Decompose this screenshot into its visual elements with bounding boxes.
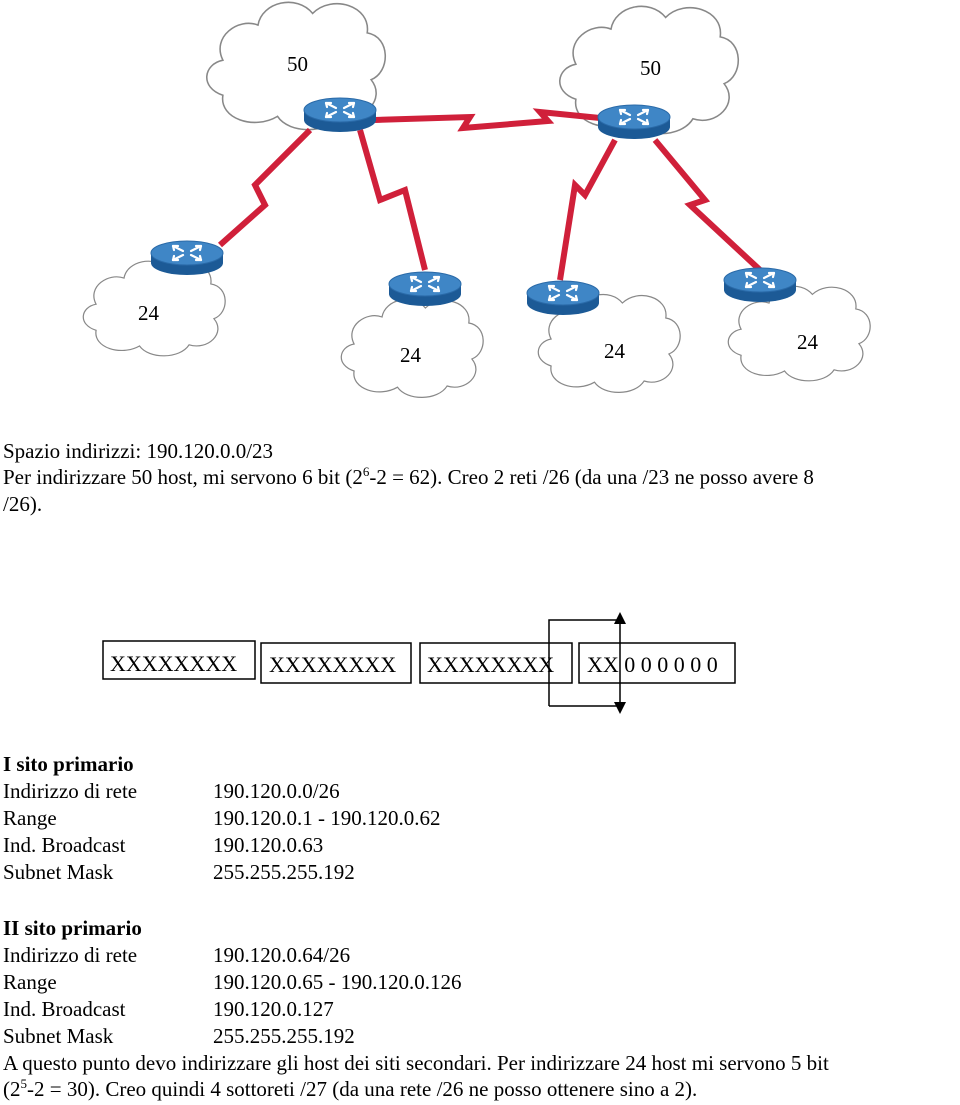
- closing-line-2: (25-2 = 30). Creo quindi 4 sottoreti /27…: [3, 1076, 697, 1103]
- row-label: Range: [3, 970, 57, 994]
- row-value: 190.120.0.0/26: [213, 779, 340, 803]
- site1-row: Range 190.120.0.1 - 190.120.0.62: [3, 806, 441, 831]
- cloud-top-left: 50: [205, 1, 387, 131]
- zigzag-link-icon: [374, 108, 601, 132]
- row-value: 255.255.255.192: [213, 860, 355, 884]
- router-icon: [525, 279, 601, 317]
- cloud-bottom-3: 24: [537, 293, 681, 394]
- intro-line-2-text-b: -2 = 62). Creo 2 reti /26 (da una /23 ne…: [369, 465, 814, 489]
- octet-text-2: XXXXXXXX: [269, 652, 396, 677]
- cloud-bottom-4: 24: [727, 285, 871, 382]
- zigzag-link-icon: [357, 129, 428, 271]
- row-label: Indirizzo di rete: [3, 779, 138, 803]
- row-value: 190.120.0.65 - 190.120.0.126: [213, 970, 462, 994]
- bit-boxes-diagram: XXXXXXXX XXXXXXXX XXXXXXXX XX 0 0 0 0 0 …: [102, 612, 736, 714]
- octet-box-3: [419, 642, 573, 684]
- cloud-label: 24: [400, 343, 422, 367]
- row-label: Indirizzo di rete: [3, 943, 138, 967]
- exponent: 5: [20, 1076, 28, 1091]
- row-value: 190.120.0.1 - 190.120.0.62: [213, 806, 441, 830]
- cloud-bottom-1: 24: [82, 260, 226, 357]
- router-icon: [302, 96, 378, 134]
- zigzag-link-icon: [218, 127, 313, 248]
- octet-box-1: [102, 640, 256, 680]
- octet-box-2: [260, 642, 412, 684]
- network-diagram: 50 50 24 24 24 24: [82, 1, 871, 399]
- row-label: Range: [3, 806, 57, 830]
- arrow-icon: [548, 614, 621, 707]
- intro-line-2: Per indirizzare 50 host, mi servono 6 bi…: [3, 464, 814, 490]
- cloud-label: 50: [640, 56, 661, 80]
- router-icon: [722, 266, 798, 304]
- zigzag-link-icon: [557, 138, 618, 281]
- site2-title: II sito primario: [3, 916, 142, 940]
- site2-row: Ind. Broadcast 190.120.0.127: [3, 997, 334, 1022]
- closing-line-1: A questo punto devo indirizzare gli host…: [3, 1051, 829, 1075]
- closing-line-2-text: (2: [3, 1077, 21, 1101]
- router-icon: [149, 239, 225, 277]
- row-value: 190.120.0.64/26: [213, 943, 351, 967]
- row-label: Ind. Broadcast: [3, 833, 126, 857]
- row-label: Subnet Mask: [3, 1024, 114, 1048]
- site1-row: Subnet Mask 255.255.255.192: [3, 860, 355, 885]
- arrow-icon: [614, 612, 626, 624]
- row-label: Subnet Mask: [3, 860, 114, 884]
- wan-links: [218, 108, 763, 281]
- cloud-label: 24: [604, 339, 626, 363]
- cloud-top-right: 50: [558, 5, 740, 135]
- octet-box-4: [578, 642, 736, 684]
- exponent: 6: [362, 464, 370, 479]
- intro-line-2-text: Per indirizzare 50 host, mi servono 6 bi…: [3, 465, 363, 489]
- octet-text-3: XXXXXXXX: [427, 652, 554, 677]
- row-value: 255.255.255.192: [213, 1024, 355, 1048]
- row-value: 190.120.0.63: [213, 833, 324, 857]
- site2-row: Subnet Mask 255.255.255.192: [3, 1024, 355, 1049]
- arrow-icon: [614, 702, 626, 714]
- octet-text-1: XXXXXXXX: [110, 651, 237, 676]
- site1-row: Indirizzo di rete 190.120.0.0/26: [3, 779, 340, 804]
- row-value: 190.120.0.127: [213, 997, 334, 1021]
- intro-line-1: Spazio indirizzi: 190.120.0.0/23: [3, 439, 274, 463]
- zigzag-link-icon: [652, 138, 763, 273]
- site2-row: Indirizzo di rete 190.120.0.64/26: [3, 943, 350, 968]
- site1-row: Ind. Broadcast 190.120.0.63: [3, 833, 323, 858]
- intro-line-3: /26).: [3, 492, 43, 516]
- closing-line-2-text-b: -2 = 30). Creo quindi 4 sottoreti /27 (d…: [27, 1077, 698, 1101]
- site2-row: Range 190.120.0.65 - 190.120.0.126: [3, 970, 462, 995]
- octet-text-4: XX 0 0 0 0 0 0: [587, 652, 718, 677]
- row-label: Ind. Broadcast: [3, 997, 126, 1021]
- site1-title: I sito primario: [3, 752, 134, 776]
- router-icon: [596, 103, 672, 141]
- cloud-label: 50: [287, 52, 308, 76]
- router-icon: [387, 270, 463, 308]
- cloud-label: 24: [138, 301, 160, 325]
- cloud-label: 24: [797, 330, 819, 354]
- cloud-bottom-2: 24: [340, 298, 484, 399]
